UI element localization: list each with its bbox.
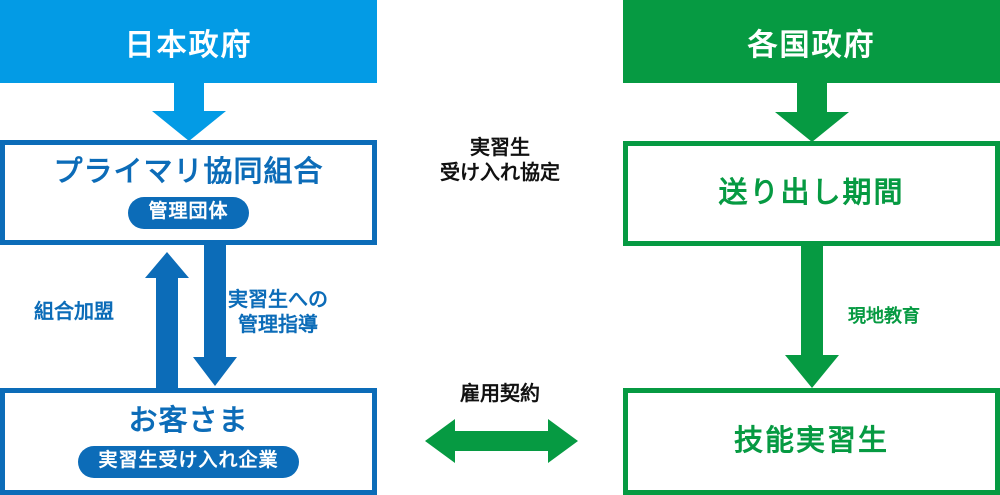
arrow-up-union-membership — [145, 252, 189, 388]
arrow-bidirectional-employment-contract — [425, 419, 578, 463]
box-customer-company-title: お客さま — [128, 404, 249, 437]
arrow-down-government-to-sending-org — [775, 83, 849, 142]
box-technical-intern-trainee: 技能実習生 — [623, 388, 1000, 495]
label-management-guidance: 実習生への 管理指導 — [228, 289, 328, 336]
box-sending-organization-title: 送り出し期間 — [718, 176, 905, 209]
label-local-education: 現地教育 — [848, 306, 920, 326]
badge-management-organization: 管理団体 — [128, 197, 249, 230]
label-trainee-acceptance-agreement: 実習生 受け入れ協定 — [440, 137, 560, 184]
box-technical-intern-trainee-title: 技能実習生 — [733, 424, 889, 457]
arrow-down-management-guidance — [193, 245, 237, 386]
badge-trainee-host-company: 実習生受け入れ企業 — [78, 446, 299, 479]
label-employment-contract: 雇用契約 — [460, 383, 540, 405]
banner-japan-government: 日本政府 — [0, 0, 377, 83]
box-sending-organization: 送り出し期間 — [623, 141, 1000, 246]
box-primary-cooperative-title: プライマリ協同組合 — [53, 155, 324, 188]
label-union-membership: 組合加盟 — [34, 301, 114, 323]
arrow-down-japan-to-union — [152, 83, 226, 141]
banner-japan-government-label: 日本政府 — [124, 28, 253, 62]
box-customer-company: お客さま 実習生受け入れ企業 — [0, 388, 377, 495]
arrow-down-local-education — [785, 245, 839, 388]
banner-foreign-governments-label: 各国政府 — [747, 28, 876, 62]
box-primary-cooperative: プライマリ協同組合 管理団体 — [0, 140, 377, 245]
banner-foreign-governments: 各国政府 — [623, 0, 1000, 83]
